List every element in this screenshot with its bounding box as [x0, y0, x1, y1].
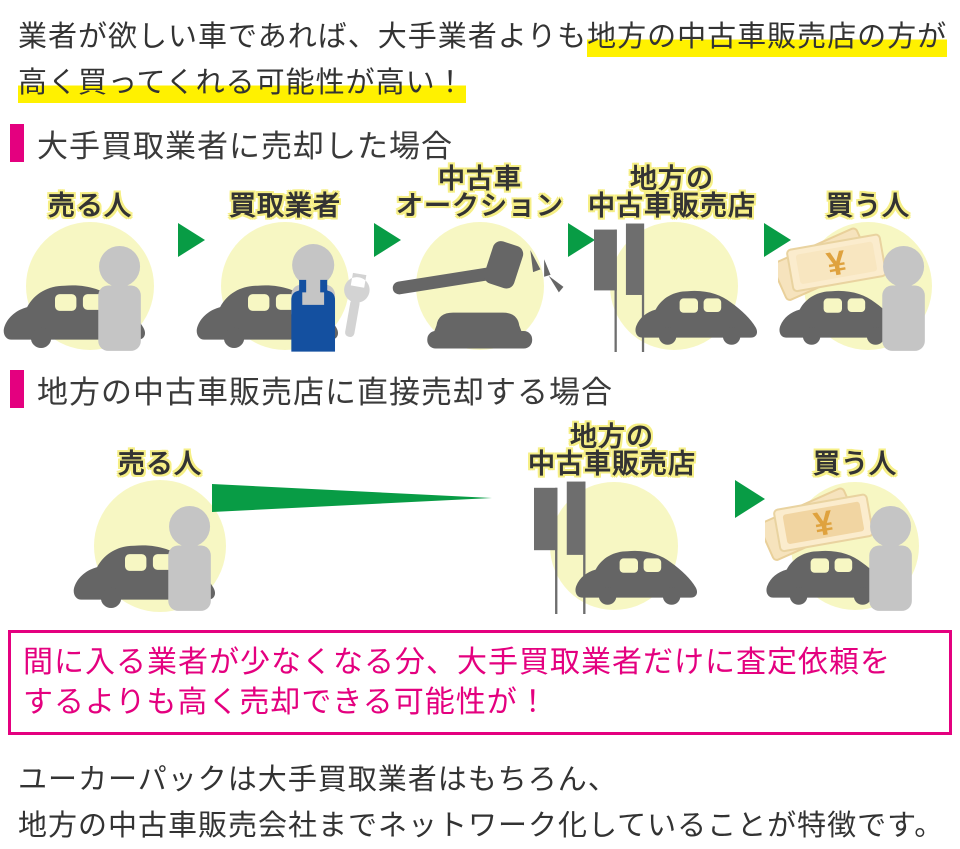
- callout-box: 間に入る業者が少なくなる分、大手買取業者だけに査定依頼を するよりも高く売却でき…: [8, 630, 952, 735]
- money-icon: ¥: [778, 227, 887, 301]
- pink-bar-icon: [10, 370, 24, 408]
- flow2-node-local-dealer: 地方の 中古車販売店: [522, 424, 702, 614]
- node-label: 地方の 中古車販売店: [588, 164, 756, 221]
- flow1-node-seller: 売る人: [0, 168, 180, 352]
- section-title: 地方の中古車販売店に直接売却する場合: [37, 374, 613, 410]
- direct-arrow-icon: [212, 484, 492, 512]
- money-icon: ¥: [765, 487, 874, 561]
- local-dealer-icon: [594, 222, 758, 352]
- node-label: 売る人: [118, 449, 202, 479]
- flow-arrow-icon: [374, 223, 401, 257]
- intro-line1: 業者が欲しい車であれば、大手業者よりも地方の中古車販売店の方が: [18, 14, 960, 60]
- pink-bar-icon: [10, 124, 24, 162]
- callout-line2: するよりも高く売却できる可能性が！: [23, 686, 549, 719]
- footer-line2: 地方の中古車販売会社までネットワーク化していることが特徴です。: [18, 810, 945, 842]
- intro-line2-highlighted: 高く買ってくれる可能性が高い！: [18, 67, 466, 103]
- intro-text: 業者が欲しい車であれば、大手業者よりも地方の中古車販売店の方が 高く買ってくれる…: [18, 14, 960, 106]
- node-label: 地方の 中古車販売店: [528, 422, 696, 479]
- section-header-direct: 地方の中古車販売店に直接売却する場合: [10, 368, 960, 410]
- intro-line1-plain: 業者が欲しい車であれば、大手業者よりも: [18, 21, 588, 53]
- seller-icon: [73, 480, 226, 612]
- footer-line1: ユーカーパックは大手買取業者はもちろん、: [18, 764, 618, 796]
- flow1-node-buyer: 買う人 ¥: [778, 168, 958, 352]
- buyer-icon: ¥: [778, 222, 932, 351]
- node-label: 買う人: [826, 191, 910, 221]
- local-dealer-icon: [534, 481, 698, 614]
- footer-text: ユーカーパックは大手買取業者はもちろん、 地方の中古車販売会社までネットワーク化…: [18, 757, 960, 849]
- flow1-node-auction: 中古車 オークション: [390, 166, 570, 352]
- flow-direct-sale: 売る人 地方の 中古車販売店 買う人: [0, 424, 960, 614]
- auction-icon: [391, 222, 564, 350]
- section-title: 大手買取業者に売却した場合: [37, 128, 453, 164]
- flow-arrow-icon: [735, 480, 765, 518]
- node-label: 中古車 オークション: [396, 164, 564, 221]
- buyer-icon: ¥: [765, 482, 919, 611]
- intro-line1-highlighted: 地方の中古車販売店の方が: [587, 21, 948, 57]
- seller-icon: [3, 222, 154, 351]
- section-header-major: 大手買取業者に売却した場合: [10, 122, 960, 164]
- flow-arrow-icon: [764, 223, 791, 257]
- purchase-agent-icon: [196, 222, 373, 352]
- node-label: 買取業者: [229, 191, 341, 221]
- flow-arrow-icon: [178, 223, 205, 257]
- flow1-node-local-dealer: 地方の 中古車販売店: [582, 166, 762, 352]
- flow2-node-seller: 売る人: [70, 426, 250, 614]
- flow-arrow-icon: [568, 223, 595, 257]
- node-label: 買う人: [813, 449, 897, 479]
- intro-line2: 高く買ってくれる可能性が高い！: [18, 60, 960, 106]
- flow-major-sale: 売る人 買取業者 中古車 オークション: [0, 166, 960, 352]
- node-label: 売る人: [48, 191, 132, 221]
- flow2-node-buyer: 買う人 ¥: [765, 426, 945, 614]
- flow1-node-purchase-agent: 買取業者: [195, 168, 375, 352]
- callout-line1: 間に入る業者が少なくなる分、大手買取業者だけに査定依頼を: [23, 646, 891, 679]
